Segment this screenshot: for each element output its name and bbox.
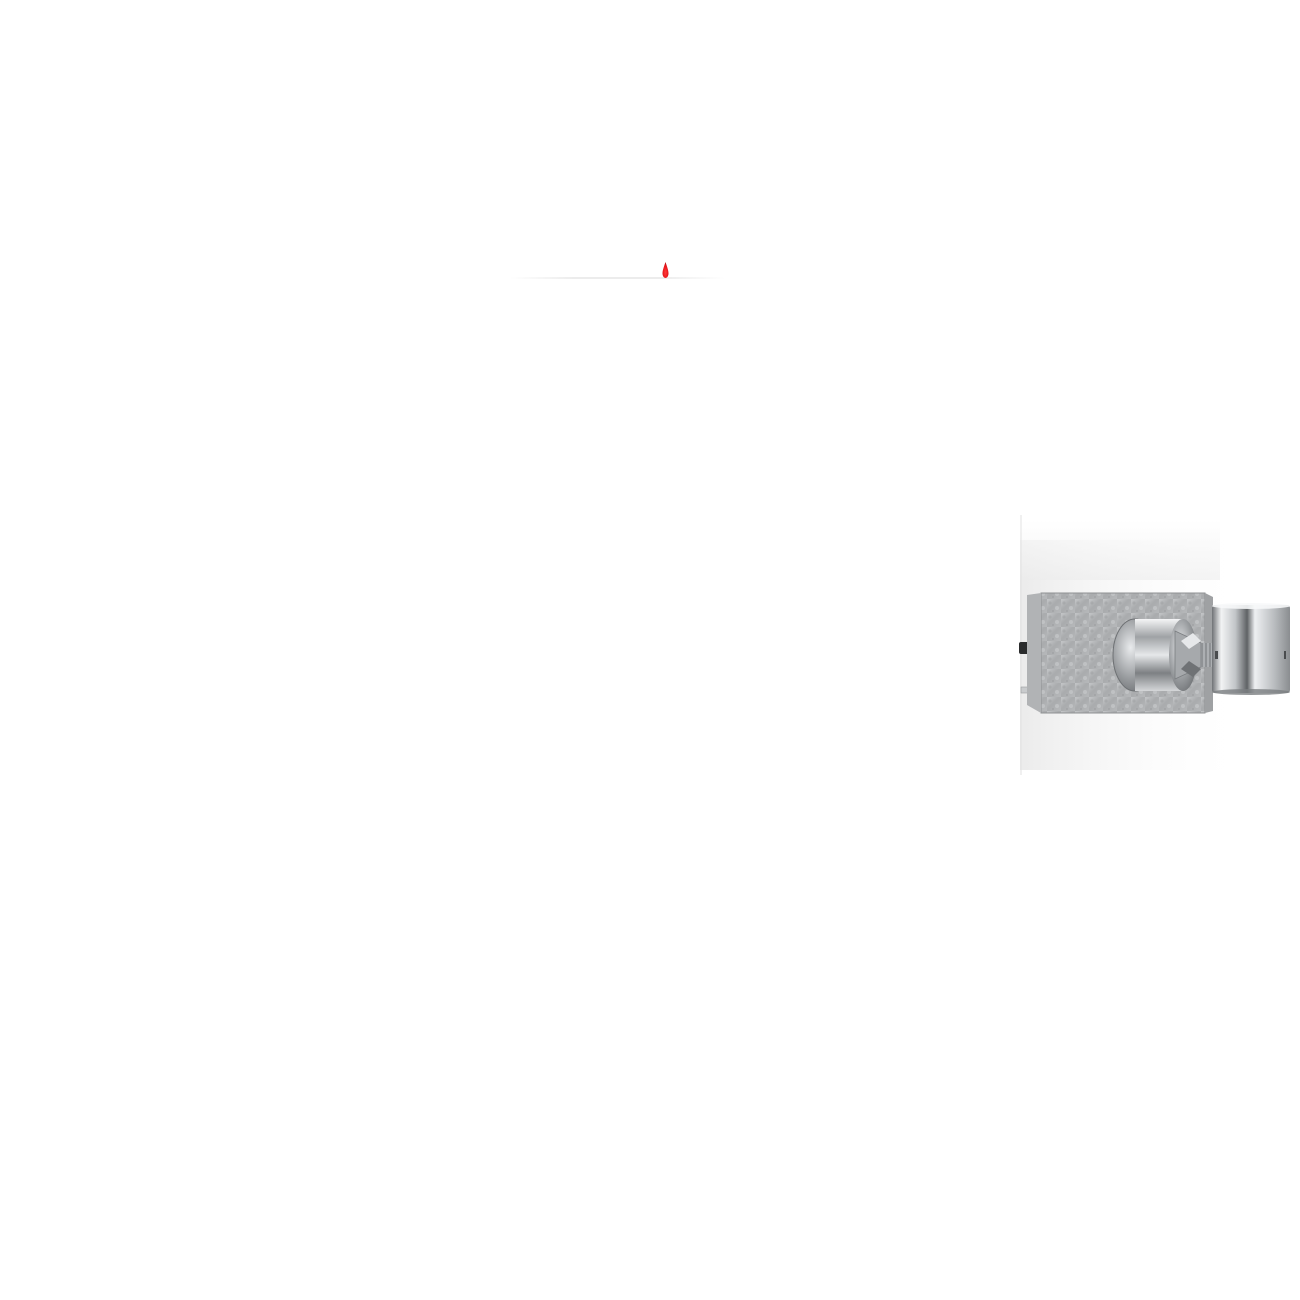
horizon-line bbox=[510, 277, 725, 279]
red-indicator-icon bbox=[662, 262, 669, 278]
wall-mixer-render bbox=[1019, 515, 1290, 775]
